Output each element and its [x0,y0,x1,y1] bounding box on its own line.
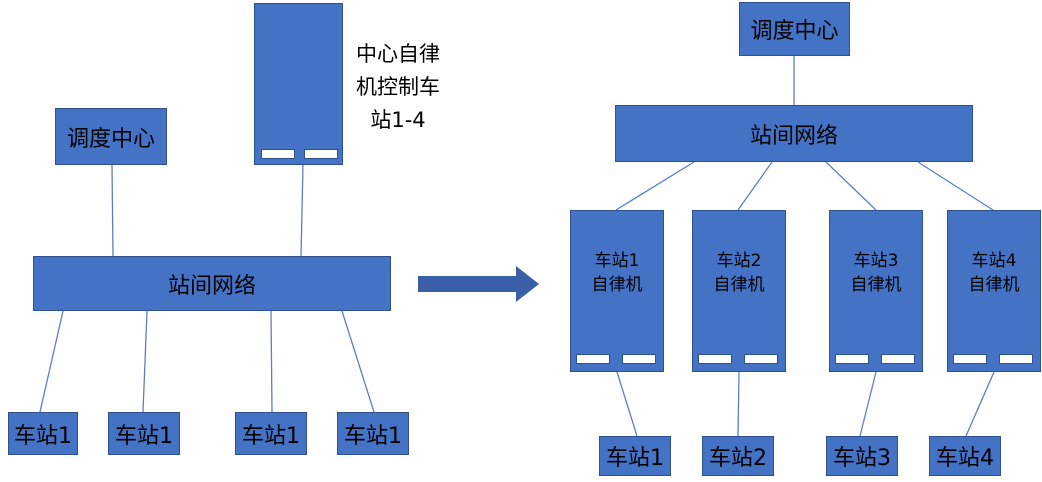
line-interlock-station-3 [859,371,877,437]
server-slot [744,354,778,364]
dispatch-center-left: 调度中心 [55,108,167,165]
network-right-label: 站间网络 [749,123,838,149]
line-network-station-left-2 [142,310,148,413]
transition-arrow [418,266,539,302]
server-slot [698,354,732,364]
network-left: 站间网络 [33,256,391,311]
station-right-1: 车站1 [599,436,671,476]
interlock-3: 车站3 自律机 [829,210,923,372]
server-slot [999,354,1033,364]
dispatch-center-right: 调度中心 [739,2,850,56]
server-slot [622,354,656,364]
line-central-network-left [300,164,304,257]
line-network-interlock-4 [917,161,994,211]
line-network-station-left-3 [270,310,273,413]
central-interlock-label: 中心自律机控制车站1-4 [356,42,440,132]
line-network-station-left-1 [39,310,64,413]
station-left-3: 车站1 [235,412,307,455]
line-interlock-station-1 [616,371,638,437]
server-slot [304,149,338,159]
server-slot [881,354,915,364]
line-interlock-station-2 [737,371,740,437]
line-network-interlock-3 [825,161,877,211]
server-slot [576,354,610,364]
network-left-label: 站间网络 [167,273,256,299]
interlock-1: 车站1 自律机 [570,210,664,372]
line-network-interlock-2 [737,161,773,211]
line-interlock-station-4 [965,371,995,437]
server-slot [261,149,295,159]
interlock-4: 车站4 自律机 [947,210,1041,372]
line-network-station-left-4 [341,310,375,413]
station-left-2: 车站1 [108,412,180,455]
station-right-2: 车站2 [702,436,774,476]
station-right-4: 车站4 [929,436,1001,476]
station-left-1: 车站1 [8,412,78,455]
dispatch-center-left-label: 调度中心 [66,126,155,152]
network-right: 站间网络 [615,105,973,162]
server-slot [835,354,869,364]
line-network-interlock-1 [615,161,695,211]
server-slot [953,354,987,364]
station-right-3: 车站3 [826,436,898,476]
dispatch-center-right-label: 调度中心 [750,19,839,44]
central-interlock-server [254,3,343,165]
station-left-4: 车站1 [337,412,409,455]
line-dispatch-network-left [111,164,114,257]
interlock-2: 车站2 自律机 [692,210,786,372]
